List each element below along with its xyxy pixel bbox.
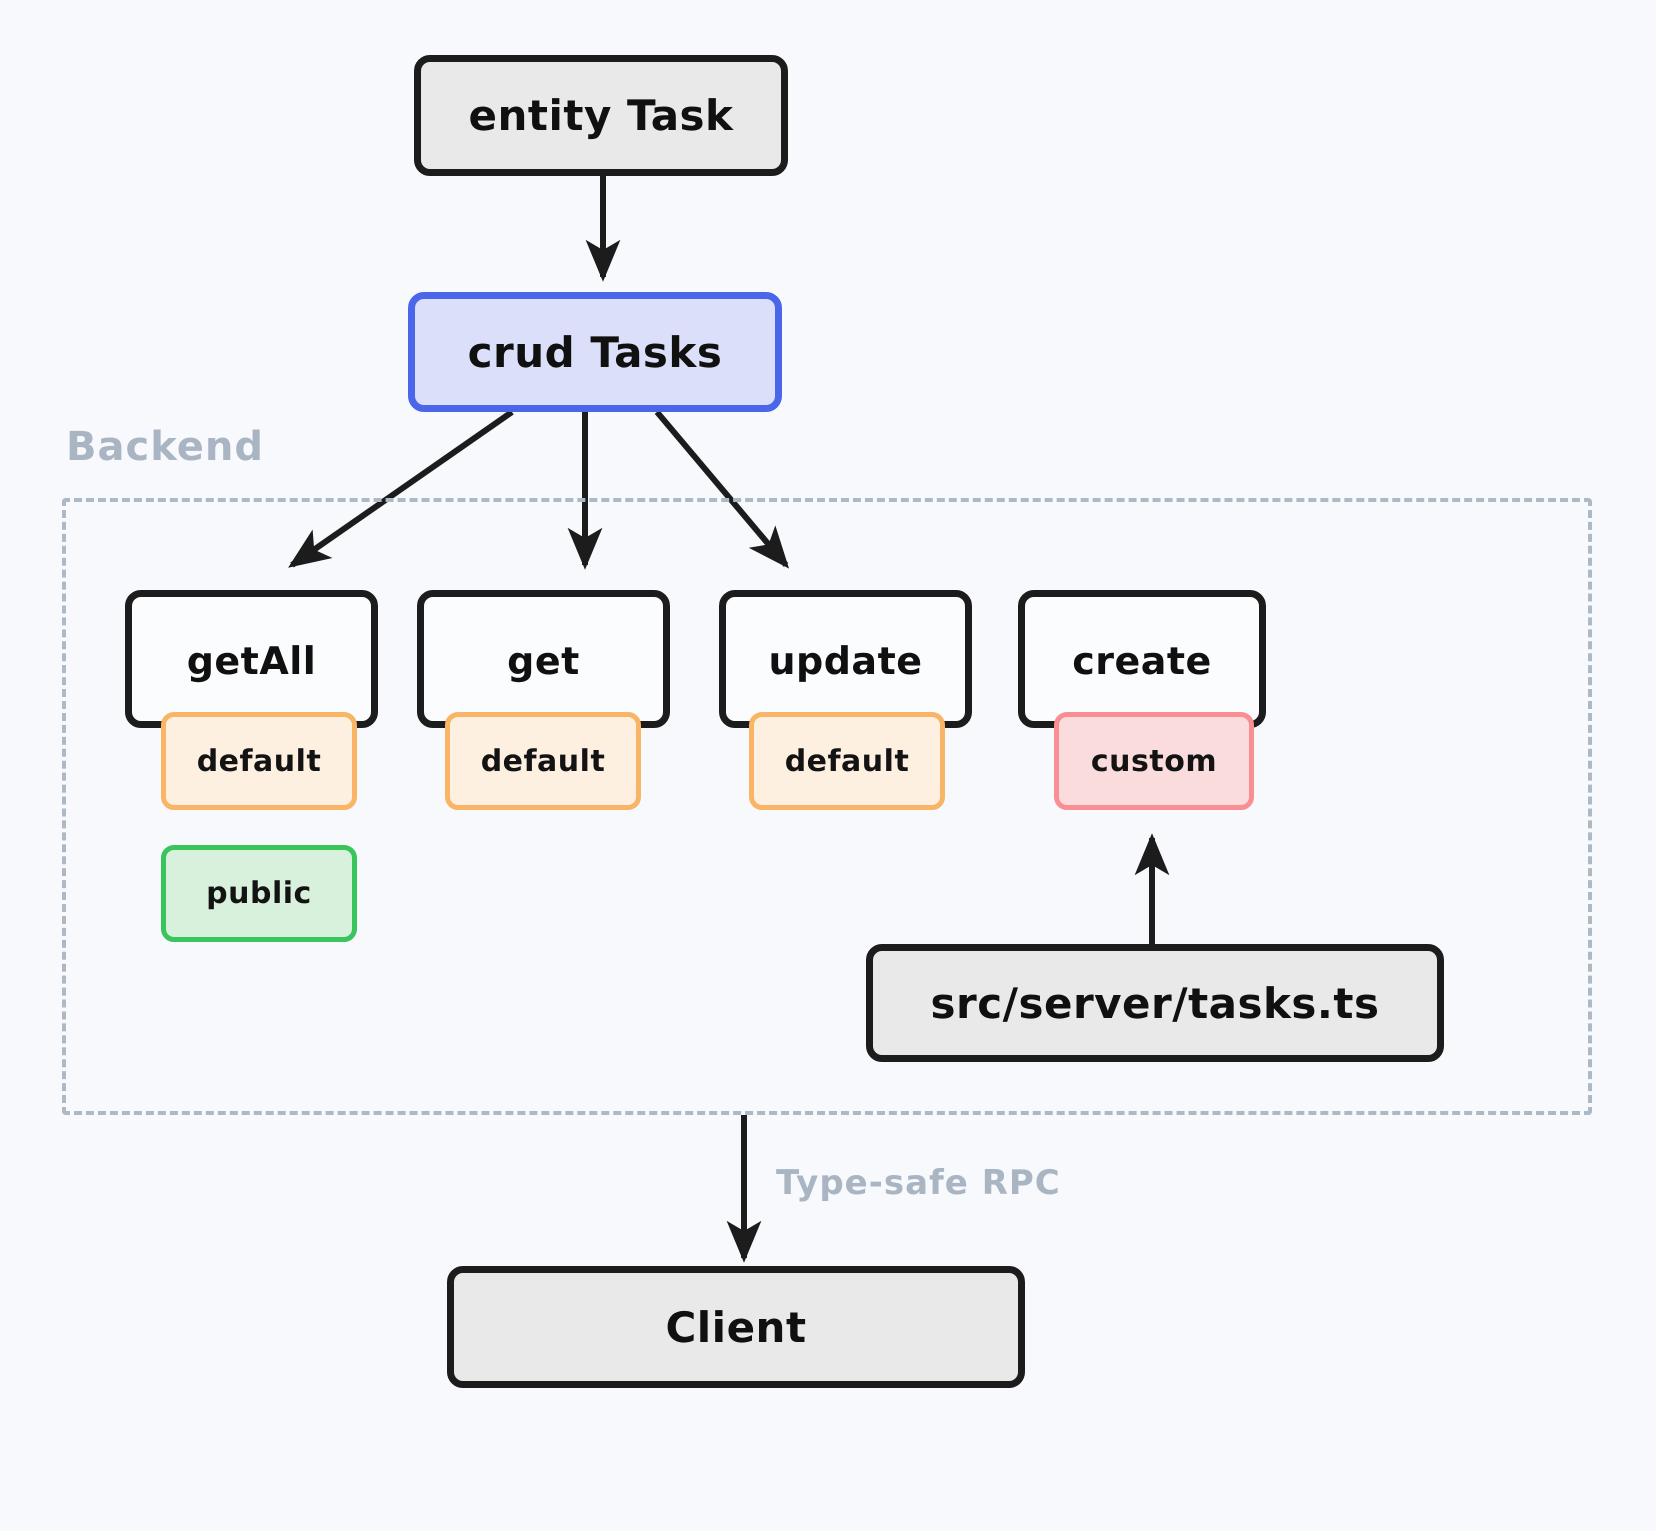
node-source-file[interactable]: src/server/tasks.ts	[866, 944, 1444, 1062]
node-entity-task-label: entity Task	[468, 91, 734, 140]
node-update[interactable]: update	[719, 590, 972, 728]
edge-label-type-safe-rpc: Type-safe RPC	[776, 1163, 1061, 1203]
backend-group-label: Backend	[66, 424, 264, 470]
badge-update-default-label: default	[784, 743, 910, 779]
node-create[interactable]: create	[1018, 590, 1266, 728]
node-update-label: update	[768, 639, 923, 683]
node-get[interactable]: get	[417, 590, 670, 728]
badge-update-default[interactable]: default	[749, 712, 945, 810]
node-create-label: create	[1072, 639, 1212, 683]
badge-get-default[interactable]: default	[445, 712, 641, 810]
badge-create-custom-label: custom	[1090, 743, 1218, 779]
node-getall-label: getAll	[186, 639, 317, 683]
node-client-label: Client	[665, 1302, 807, 1352]
node-crud-tasks-label: crud Tasks	[467, 327, 723, 377]
node-entity-task[interactable]: entity Task	[414, 55, 788, 176]
badge-get-default-label: default	[480, 743, 606, 779]
badge-getall-public-label: public	[206, 876, 312, 911]
node-crud-tasks[interactable]: crud Tasks	[408, 292, 782, 412]
badge-getall-default[interactable]: default	[161, 712, 357, 810]
badge-getall-public[interactable]: public	[161, 845, 357, 942]
node-get-label: get	[507, 639, 580, 683]
node-getall[interactable]: getAll	[125, 590, 378, 728]
backend-group-box	[62, 498, 1592, 1115]
badge-getall-default-label: default	[196, 743, 322, 779]
node-source-file-label: src/server/tasks.ts	[930, 978, 1380, 1028]
node-client[interactable]: Client	[447, 1266, 1025, 1388]
badge-create-custom[interactable]: custom	[1054, 712, 1254, 810]
